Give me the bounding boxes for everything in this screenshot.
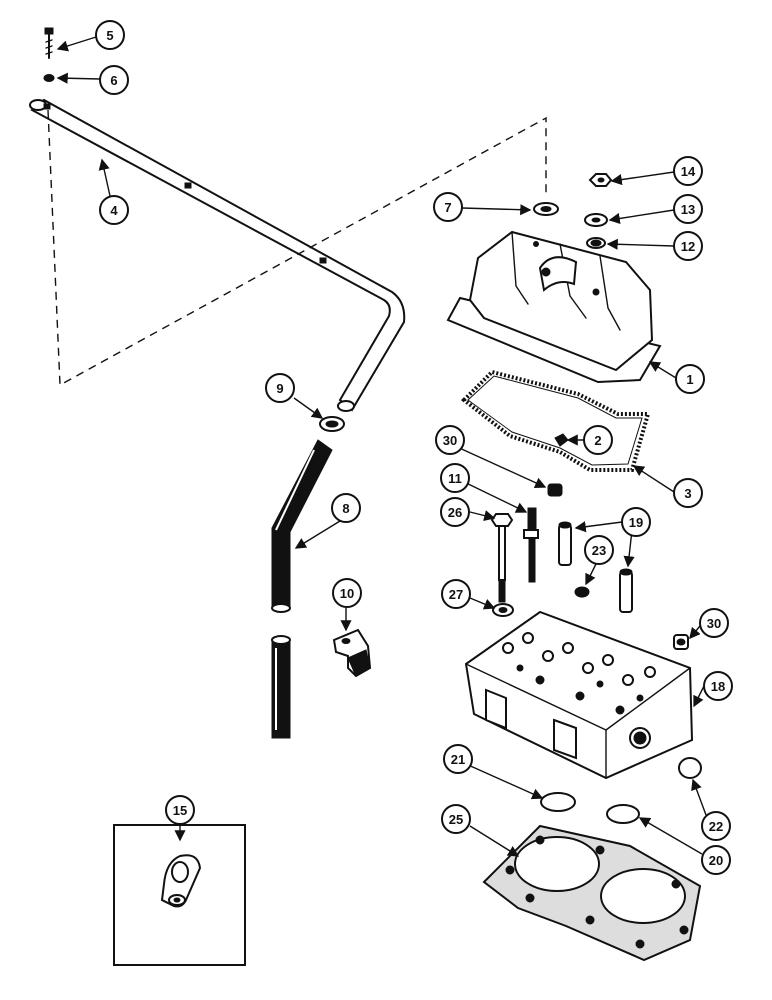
cylinder-head-part-18 bbox=[464, 610, 694, 780]
callout-label-2: 2 bbox=[594, 433, 601, 448]
clamp-part-10 bbox=[332, 628, 372, 678]
callout-label-9: 9 bbox=[276, 381, 283, 396]
callout-22: 22 bbox=[701, 811, 731, 841]
callout-label-10: 10 bbox=[340, 586, 354, 601]
valve-cover-part-1 bbox=[446, 230, 662, 384]
dowel-part-19-a bbox=[558, 521, 572, 566]
callout-label-30-lower: 30 bbox=[707, 616, 721, 631]
washer-part-12 bbox=[586, 237, 606, 249]
washer-part-13 bbox=[584, 213, 608, 227]
callout-12: 12 bbox=[673, 231, 703, 261]
seal-ring-part-21 bbox=[540, 792, 576, 812]
callout-label-30-upper: 30 bbox=[443, 433, 457, 448]
washer-part-27 bbox=[492, 603, 514, 617]
dowel-part-19-b bbox=[619, 568, 633, 613]
callout-8: 8 bbox=[331, 493, 361, 523]
callout-label-6: 6 bbox=[110, 73, 117, 88]
hose-part-8 bbox=[271, 439, 333, 739]
plug-part-30-upper bbox=[547, 483, 563, 497]
callout-label-22: 22 bbox=[709, 819, 723, 834]
callout-label-23: 23 bbox=[592, 543, 606, 558]
callout-27: 27 bbox=[441, 579, 471, 609]
callout-23: 23 bbox=[584, 535, 614, 565]
callout-label-4: 4 bbox=[110, 203, 118, 218]
callout-6: 6 bbox=[99, 65, 129, 95]
plug-part-2 bbox=[554, 433, 569, 447]
callout-10: 10 bbox=[332, 578, 362, 608]
callout-label-7: 7 bbox=[444, 200, 451, 215]
head-gasket-part-25 bbox=[482, 824, 702, 962]
callout-label-5: 5 bbox=[106, 28, 113, 43]
callout-18: 18 bbox=[703, 671, 733, 701]
callout-19: 19 bbox=[621, 507, 651, 537]
callout-label-13: 13 bbox=[681, 202, 695, 217]
callout-label-27: 27 bbox=[449, 587, 463, 602]
callout-label-15: 15 bbox=[173, 803, 187, 818]
callout-25: 25 bbox=[441, 804, 471, 834]
seal-ring-part-22 bbox=[678, 757, 702, 779]
callout-20: 20 bbox=[701, 845, 731, 875]
grommet-part-7 bbox=[533, 202, 559, 216]
gasket-part-3 bbox=[460, 369, 651, 472]
seal-ring-part-20 bbox=[606, 804, 640, 824]
callout-label-19: 19 bbox=[629, 515, 643, 530]
callout-26: 26 bbox=[440, 497, 470, 527]
alignment-dashed-outline bbox=[47, 109, 547, 387]
callout-14: 14 bbox=[673, 156, 703, 186]
inset-box-part-15 bbox=[113, 824, 246, 966]
callout-label-20: 20 bbox=[709, 853, 723, 868]
callout-30-lower: 30 bbox=[699, 608, 729, 638]
bolt-part-26 bbox=[490, 513, 514, 603]
callout-21: 21 bbox=[443, 744, 473, 774]
callout-7: 7 bbox=[433, 192, 463, 222]
callout-30-upper: 30 bbox=[435, 425, 465, 455]
callout-label-12: 12 bbox=[681, 239, 695, 254]
head-top-bosses bbox=[502, 632, 656, 715]
callout-label-1: 1 bbox=[686, 372, 693, 387]
nut-part-14 bbox=[588, 173, 613, 187]
callout-label-11: 11 bbox=[448, 471, 462, 486]
plug-part-30-lower bbox=[673, 634, 689, 650]
clamp-ring-part-9 bbox=[319, 416, 345, 432]
callout-15: 15 bbox=[165, 795, 195, 825]
breather-tube-part-4 bbox=[29, 98, 406, 412]
callout-9: 9 bbox=[265, 373, 295, 403]
seal-part-23 bbox=[574, 586, 590, 598]
callout-1: 1 bbox=[675, 364, 705, 394]
callout-label-25: 25 bbox=[449, 812, 463, 827]
callout-label-8: 8 bbox=[342, 501, 349, 516]
callout-label-26: 26 bbox=[448, 505, 462, 520]
callout-3: 3 bbox=[673, 478, 703, 508]
callout-2: 2 bbox=[583, 425, 613, 455]
callout-label-14: 14 bbox=[681, 164, 696, 179]
callout-label-18: 18 bbox=[711, 679, 725, 694]
callout-4: 4 bbox=[99, 195, 129, 225]
callout-label-3: 3 bbox=[684, 486, 691, 501]
callout-11: 11 bbox=[440, 463, 470, 493]
bolt-part-5 bbox=[44, 27, 54, 59]
callout-label-21: 21 bbox=[451, 752, 465, 767]
stud-part-11 bbox=[523, 507, 539, 583]
washer-part-6 bbox=[43, 74, 55, 82]
callout-13: 13 bbox=[673, 194, 703, 224]
callout-5: 5 bbox=[95, 20, 125, 50]
